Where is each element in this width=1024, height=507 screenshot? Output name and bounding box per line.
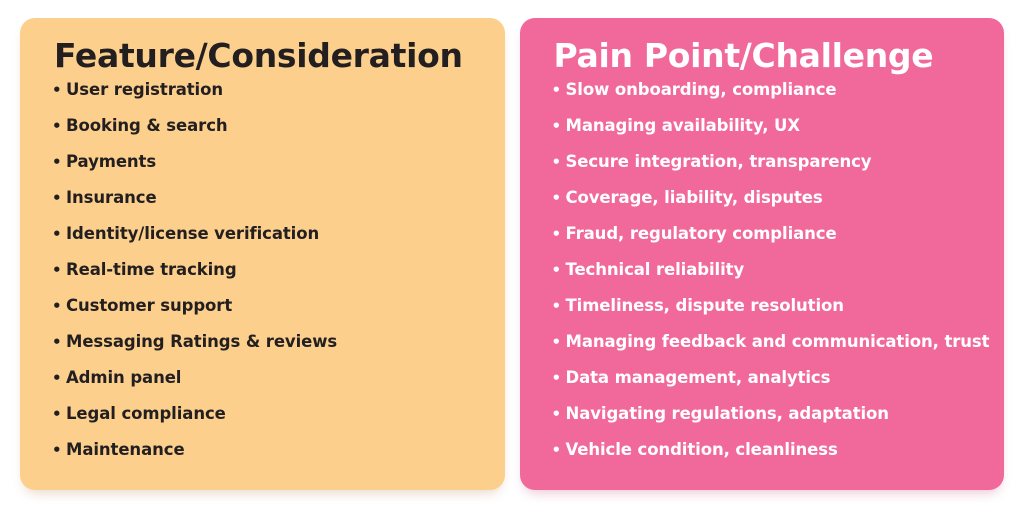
list-item-label: Identity/license verification: [66, 224, 320, 244]
bullet-icon: •: [551, 225, 562, 244]
bullet-icon: •: [551, 369, 562, 388]
list-item: • Payments: [34, 152, 483, 188]
list-item-label: Timeliness, dispute resolution: [565, 296, 844, 316]
list-item: • Slow onboarding, compliance: [534, 80, 983, 116]
list-item: • Technical reliability: [534, 260, 983, 296]
list-item-label: Data management, analytics: [565, 368, 831, 388]
bullet-icon: •: [52, 333, 62, 352]
list-item-label: Vehicle condition, cleanliness: [565, 440, 838, 460]
list-item: • Fraud, regulatory compliance: [534, 224, 983, 260]
list-item-label: Coverage, liability, disputes: [565, 188, 823, 208]
bullet-icon: •: [551, 441, 562, 460]
list-item: • Vehicle condition, cleanliness: [534, 440, 983, 476]
bullet-icon: •: [52, 153, 62, 172]
bullet-icon: •: [52, 405, 62, 424]
bullet-icon: •: [52, 117, 62, 136]
list-item-label: Payments: [66, 152, 157, 172]
bullet-icon: •: [551, 189, 562, 208]
feature-consideration-list: • User registration • Booking & search •…: [34, 80, 483, 476]
list-item-label: Admin panel: [66, 368, 182, 388]
bullet-icon: •: [52, 297, 62, 316]
list-item-label: Legal compliance: [66, 404, 226, 424]
bullet-icon: •: [52, 189, 62, 208]
card-pain-point-challenge: Pain Point/Challenge • Slow onboarding, …: [519, 18, 1004, 490]
list-item: • Managing availability, UX: [534, 116, 983, 152]
list-item: • Legal compliance: [34, 404, 483, 440]
list-item-label: Secure integration, transparency: [565, 152, 872, 172]
bullet-icon: •: [551, 333, 562, 352]
card-title-feature-consideration: Feature/Consideration: [54, 36, 463, 75]
bullet-icon: •: [551, 297, 562, 316]
list-item-label: Booking & search: [66, 116, 228, 136]
bullet-icon: •: [52, 441, 62, 460]
bullet-icon: •: [52, 369, 62, 388]
list-item: • Coverage, liability, disputes: [534, 188, 983, 224]
pain-point-challenge-list: • Slow onboarding, compliance • Managing…: [534, 80, 990, 476]
bullet-icon: •: [52, 81, 62, 100]
list-item-label: Slow onboarding, compliance: [565, 80, 837, 100]
list-item: • Managing feedback and communication, t…: [534, 332, 990, 368]
list-item-label: Maintenance: [66, 440, 185, 460]
list-item-label: Technical reliability: [565, 260, 745, 280]
list-item: • Admin panel: [34, 368, 483, 404]
list-item: • Customer support: [34, 296, 483, 332]
card-title-pain-point-challenge: Pain Point/Challenge: [553, 36, 934, 75]
list-item-label: Real-time tracking: [66, 260, 237, 280]
list-item-label: Managing availability, UX: [565, 116, 801, 136]
bullet-icon: •: [52, 225, 62, 244]
list-item-label: User registration: [66, 80, 223, 100]
bullet-icon: •: [551, 153, 562, 172]
list-item: • Booking & search: [34, 116, 483, 152]
list-item: • Timeliness, dispute resolution: [534, 296, 983, 332]
card-feature-consideration: Feature/Consideration • User registratio…: [20, 18, 505, 490]
list-item-label: Navigating regulations, adaptation: [565, 404, 890, 424]
bullet-icon: •: [551, 405, 562, 424]
bullet-icon: •: [551, 261, 562, 280]
list-item-label: Insurance: [66, 188, 157, 208]
list-item: • Real-time tracking: [34, 260, 483, 296]
bullet-icon: •: [52, 261, 62, 280]
list-item: • Navigating regulations, adaptation: [534, 404, 983, 440]
list-item: • User registration: [34, 80, 483, 116]
list-item-label: Fraud, regulatory compliance: [565, 224, 837, 244]
bullet-icon: •: [551, 117, 562, 136]
list-item: • Maintenance: [34, 440, 483, 476]
list-item-label: Managing feedback and communication, tru…: [565, 332, 990, 352]
list-item-label: Messaging Ratings & reviews: [66, 332, 338, 352]
list-item: • Identity/license verification: [34, 224, 483, 260]
bullet-icon: •: [551, 81, 562, 100]
list-item: • Secure integration, transparency: [534, 152, 983, 188]
list-item: • Messaging Ratings & reviews: [34, 332, 483, 368]
list-item: • Data management, analytics: [534, 368, 983, 404]
list-item-label: Customer support: [66, 296, 233, 316]
list-item: • Insurance: [34, 188, 483, 224]
